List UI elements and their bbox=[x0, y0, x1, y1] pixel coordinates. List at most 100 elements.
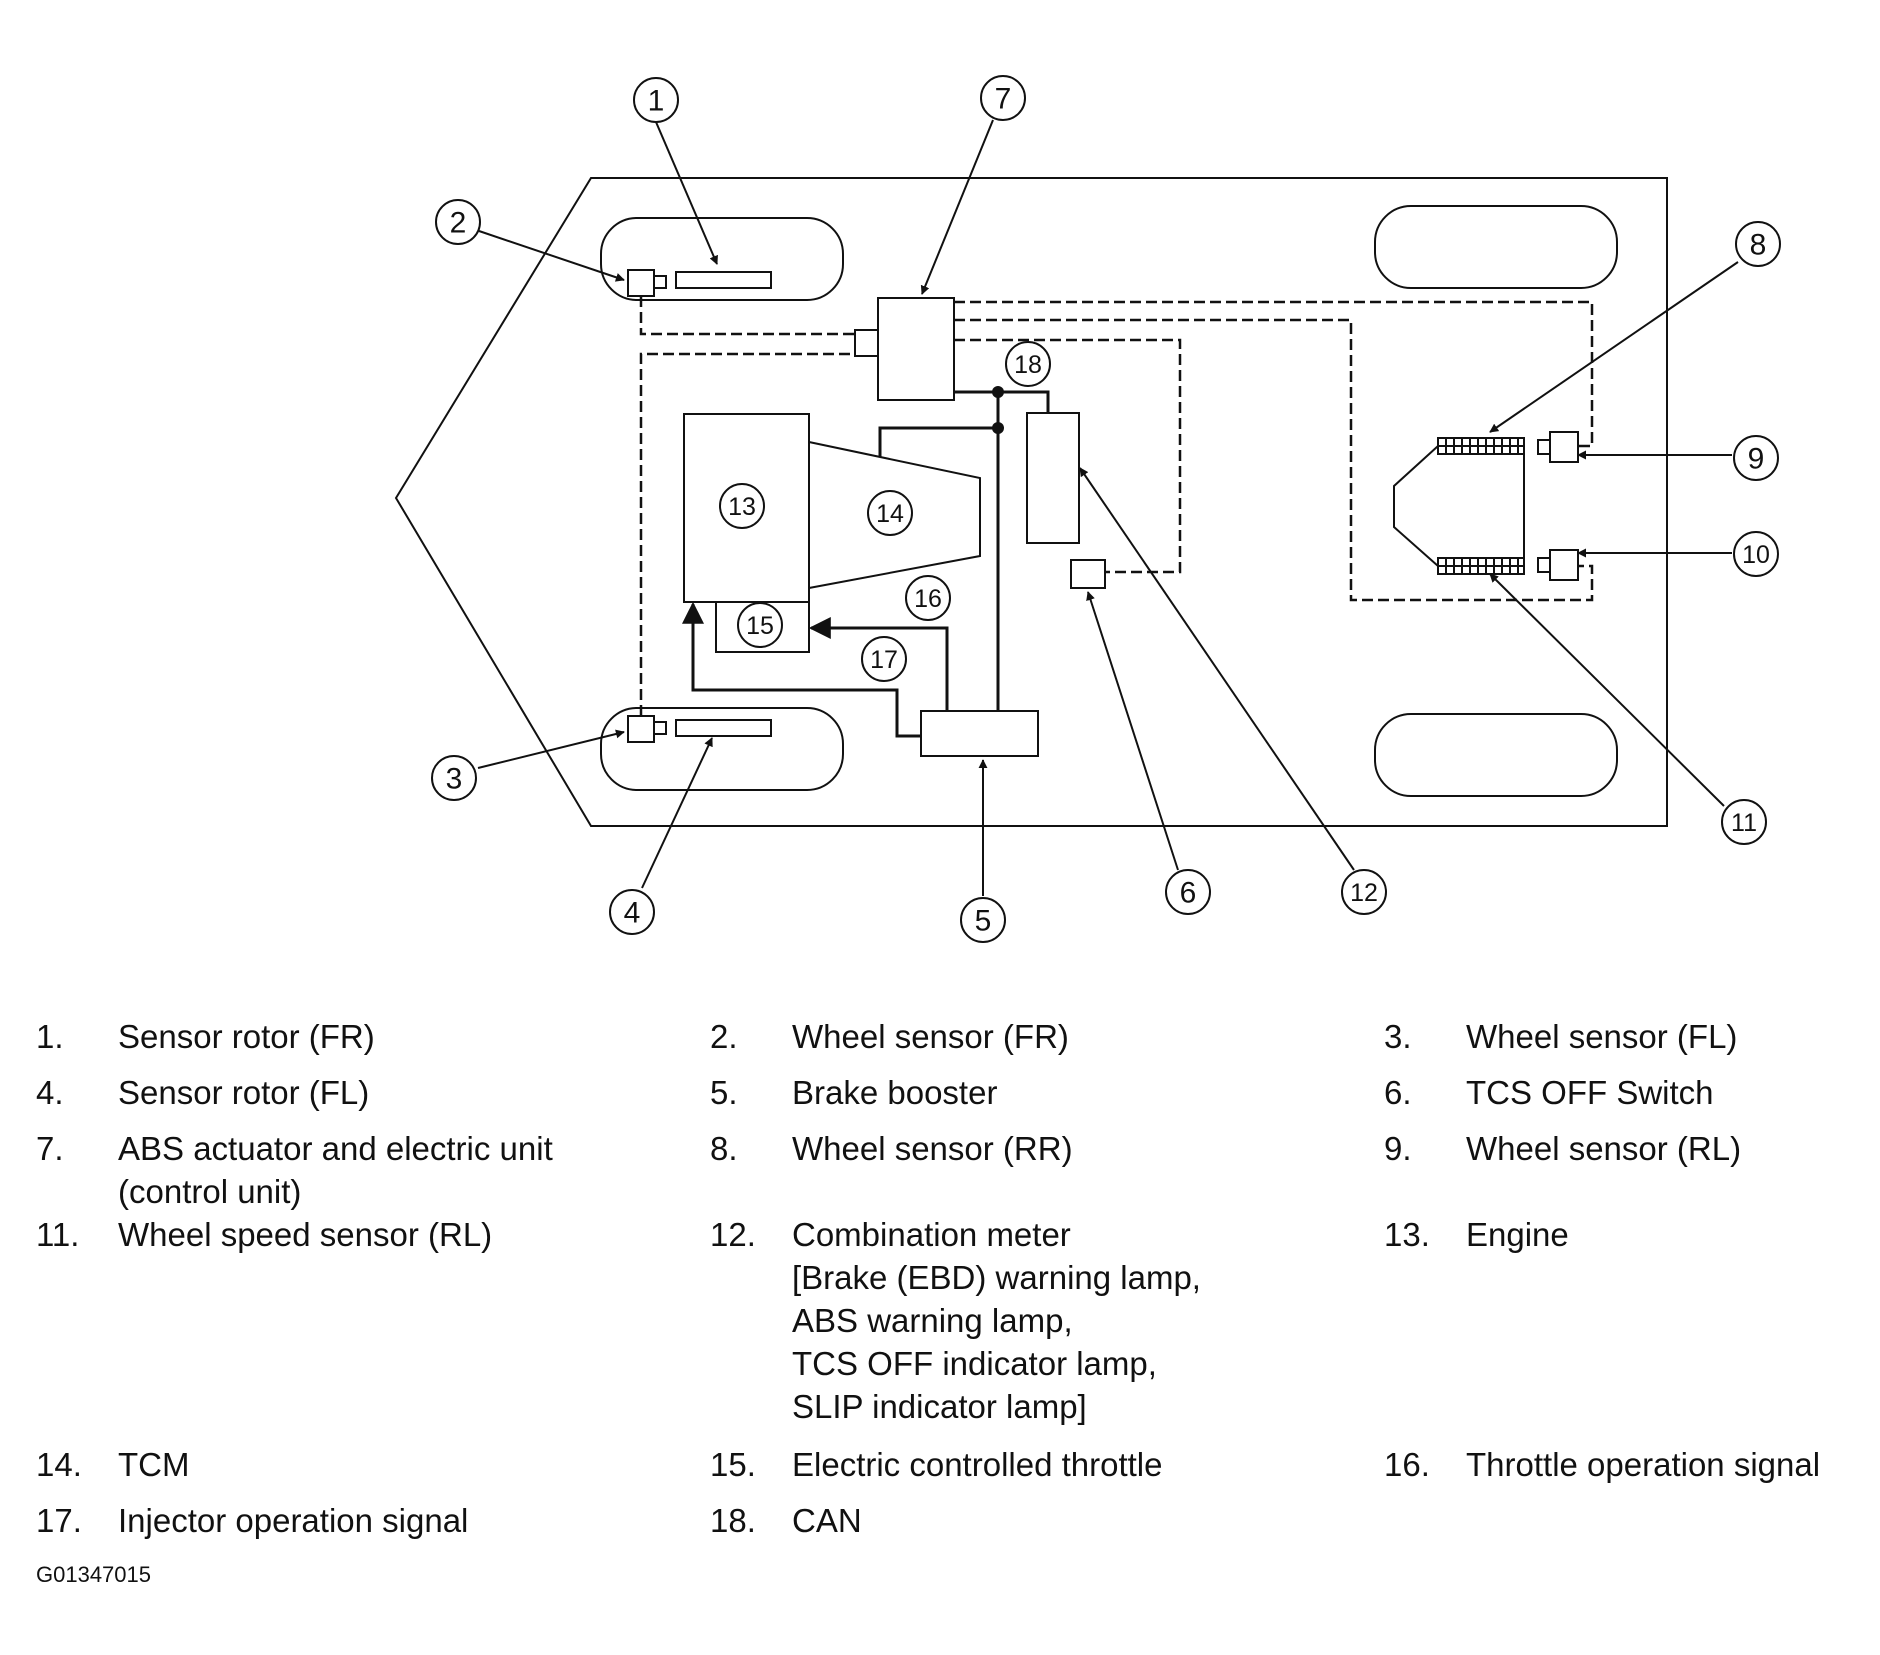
callout-4: 4 bbox=[624, 897, 641, 930]
callout-1-circle bbox=[633, 77, 679, 123]
wheel-sensor-rl bbox=[1549, 549, 1579, 581]
callout-14-circle bbox=[867, 490, 913, 536]
legend-label: Injector operation signal bbox=[118, 1502, 469, 1539]
wheel-front-left bbox=[600, 707, 844, 791]
can-line-tcm bbox=[878, 426, 998, 457]
callout-18: 18 bbox=[1014, 351, 1042, 379]
legend-label-line-4: TCS OFF indicator lamp, bbox=[792, 1345, 1157, 1382]
leader-7 bbox=[920, 119, 994, 295]
callout-13-circle bbox=[719, 483, 765, 529]
legend-label: Wheel sensor (FL) bbox=[1466, 1018, 1738, 1055]
callout-7: 7 bbox=[995, 83, 1012, 116]
harness-rear-left bbox=[954, 318, 1594, 602]
leader-12 bbox=[1079, 467, 1355, 871]
tcs-off-switch-box bbox=[1070, 559, 1106, 589]
callout-11: 11 bbox=[1731, 809, 1757, 837]
wheel-sensor-fl bbox=[627, 715, 655, 743]
legend-number: 11. bbox=[36, 1216, 80, 1253]
callout-5-circle bbox=[960, 897, 1006, 943]
leader-1 bbox=[655, 121, 718, 265]
combination-meter-box bbox=[1026, 412, 1080, 544]
callout-3: 3 bbox=[446, 763, 463, 796]
legend-number: 4. bbox=[36, 1074, 64, 1111]
leader-3 bbox=[477, 729, 625, 769]
figure-id: G01347015 bbox=[36, 1562, 151, 1587]
wheel-sensor-fr-tip bbox=[653, 275, 667, 289]
can-junction-2 bbox=[992, 422, 1004, 434]
legend-label: Engine bbox=[1466, 1216, 1569, 1253]
legend-number: 12. bbox=[710, 1216, 756, 1253]
leader-11 bbox=[1489, 573, 1725, 807]
legend-number: 17. bbox=[36, 1502, 82, 1539]
wheel-sensor-rr bbox=[1549, 431, 1579, 463]
abs-actuator-connector bbox=[854, 329, 879, 357]
rotor-rl-teeth bbox=[1445, 558, 1519, 574]
wheel-sensor-fl-tip bbox=[653, 721, 667, 735]
callout-16: 16 bbox=[914, 585, 942, 613]
leader-4 bbox=[641, 737, 713, 889]
wheel-rear-left bbox=[1374, 713, 1618, 797]
legend-number: 9. bbox=[1384, 1130, 1412, 1167]
callout-4-circle bbox=[609, 889, 655, 935]
callout-12-circle bbox=[1341, 869, 1387, 915]
leader-8 bbox=[1489, 261, 1739, 433]
callout-15: 15 bbox=[746, 612, 774, 640]
brake-booster-box bbox=[920, 710, 1039, 757]
callout-2: 2 bbox=[450, 207, 467, 240]
legend-label: Sensor rotor (FR) bbox=[118, 1018, 375, 1055]
callout-18-circle bbox=[1005, 341, 1051, 387]
legend-label: Combination meter bbox=[792, 1216, 1071, 1253]
legend-label: TCS OFF Switch bbox=[1466, 1074, 1714, 1111]
legend-label: ABS actuator and electric unit bbox=[118, 1130, 553, 1167]
legend-label: Wheel sensor (RR) bbox=[792, 1130, 1073, 1167]
callout-12: 12 bbox=[1350, 879, 1378, 907]
callout-8-circle bbox=[1735, 221, 1781, 267]
legend-number: 1. bbox=[36, 1018, 64, 1055]
legend-number: 16. bbox=[1384, 1446, 1430, 1483]
callout-2-circle bbox=[435, 199, 481, 245]
component-legend: 1. Sensor rotor (FR) 2. Wheel sensor (FR… bbox=[0, 1015, 1880, 1575]
callout-9: 9 bbox=[1748, 443, 1765, 476]
wheel-rear-right bbox=[1374, 205, 1618, 289]
legend-label: TCM bbox=[118, 1446, 190, 1483]
callout-16-circle bbox=[905, 575, 951, 621]
callout-17: 17 bbox=[870, 646, 898, 674]
sensor-rotor-fr bbox=[675, 271, 772, 289]
legend-number: 14. bbox=[36, 1446, 82, 1483]
callout-8: 8 bbox=[1750, 229, 1767, 262]
legend-number: 5. bbox=[710, 1074, 738, 1111]
callout-7-circle bbox=[980, 75, 1026, 121]
callout-6: 6 bbox=[1180, 877, 1197, 910]
legend-label: CAN bbox=[792, 1502, 862, 1539]
callout-9-circle bbox=[1733, 435, 1779, 481]
legend-label-line-2: [Brake (EBD) warning lamp, bbox=[792, 1259, 1201, 1296]
harness-front-left bbox=[639, 352, 855, 716]
callout-5: 5 bbox=[975, 905, 992, 938]
wheel-sensor-rr-tip bbox=[1537, 439, 1551, 455]
legend-label-line-3: ABS warning lamp, bbox=[792, 1302, 1073, 1339]
callout-14: 14 bbox=[876, 500, 904, 528]
vehicle-body-outline bbox=[394, 177, 1668, 827]
legend-number: 13. bbox=[1384, 1216, 1430, 1253]
callout-10-circle bbox=[1733, 531, 1779, 577]
wheel-front-right bbox=[600, 217, 844, 301]
callout-6-circle bbox=[1165, 869, 1211, 915]
wheel-sensor-rl-tip bbox=[1537, 557, 1551, 573]
sensor-rotor-rr bbox=[1437, 437, 1525, 455]
injector-signal-line bbox=[682, 601, 921, 738]
legend-number: 15. bbox=[710, 1446, 756, 1483]
tcm-box bbox=[808, 441, 981, 589]
legend-label: Electric controlled throttle bbox=[792, 1446, 1163, 1483]
legend-label: Wheel speed sensor (RL) bbox=[118, 1216, 493, 1253]
legend-label: Sensor rotor (FL) bbox=[118, 1074, 370, 1111]
legend-label: Throttle operation signal bbox=[1466, 1446, 1821, 1483]
legend-number: 8. bbox=[710, 1130, 738, 1167]
legend-number: 18. bbox=[710, 1502, 756, 1539]
rear-differential-body bbox=[1393, 445, 1525, 567]
legend-label: Brake booster bbox=[792, 1074, 998, 1111]
legend-label: Wheel sensor (RL) bbox=[1466, 1130, 1742, 1167]
legend-number: 3. bbox=[1384, 1018, 1412, 1055]
throttle-signal-line bbox=[808, 617, 949, 711]
callout-17-circle bbox=[861, 636, 907, 682]
legend-number: 2. bbox=[710, 1018, 738, 1055]
